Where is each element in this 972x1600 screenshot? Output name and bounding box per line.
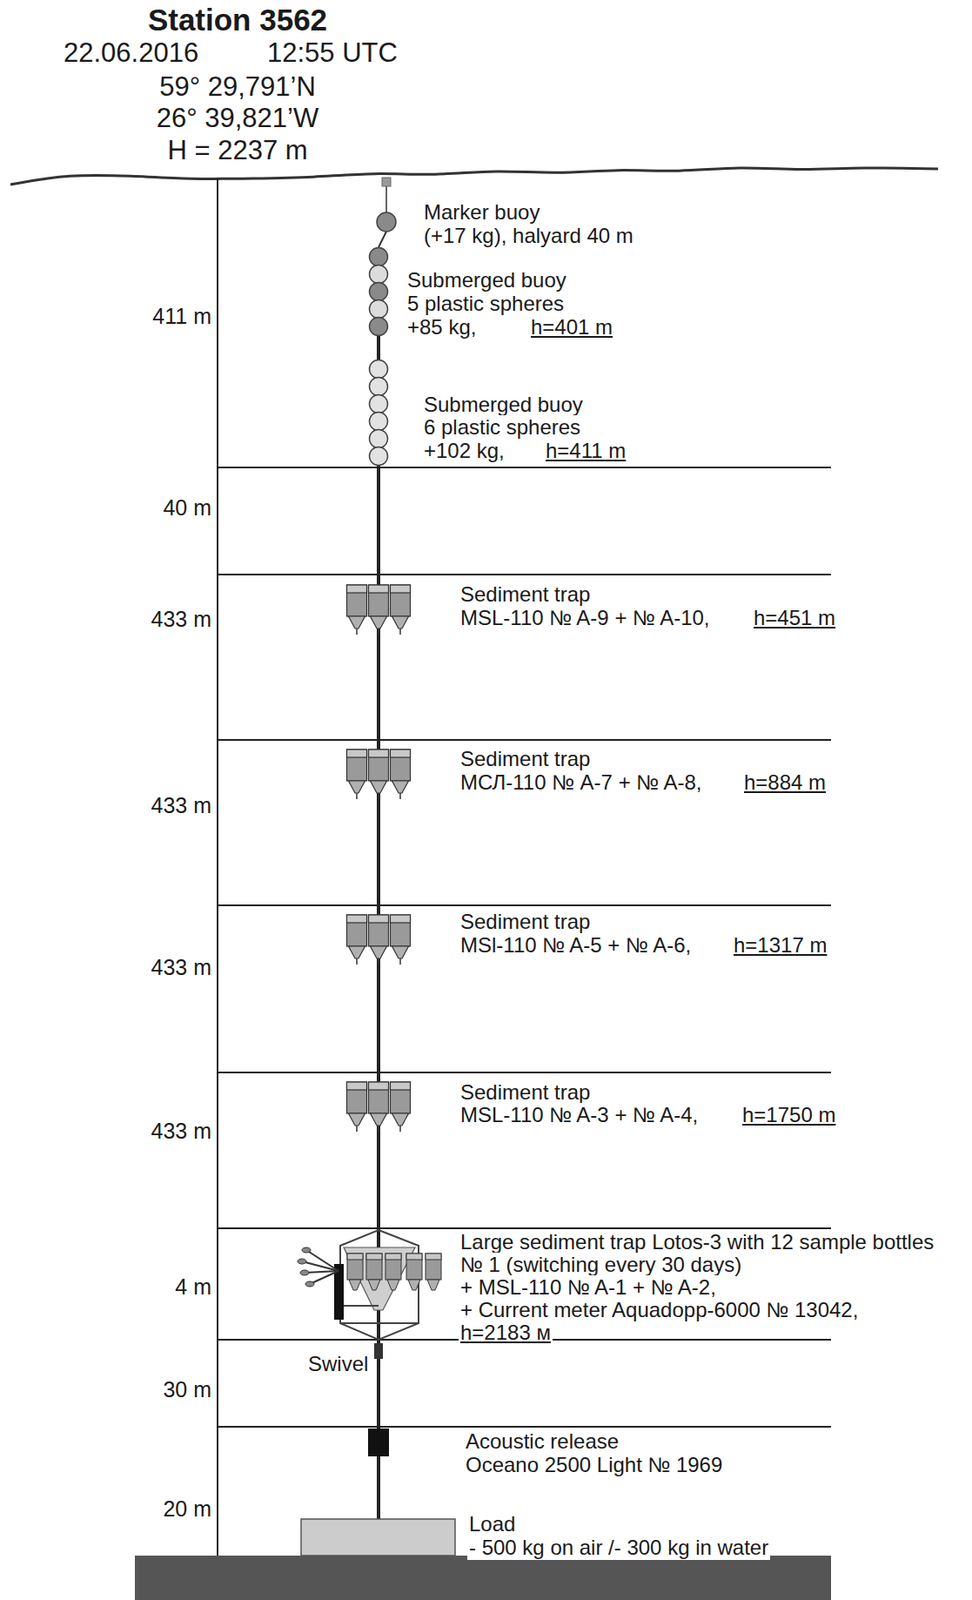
component-label: Load [467,1511,517,1536]
depth-value: h=401 m [529,315,615,340]
component-label: 6 plastic spheres [422,415,583,440]
buoy-sphere [369,377,389,396]
sediment-trap [347,914,411,965]
component-label: Sediment trap [458,746,592,771]
component-label: Sediment trap [458,909,592,934]
buoy-sphere [369,412,389,431]
buoy-sphere [369,429,389,449]
component-label: MSL-110 № A-3 + № A-4, [458,1102,700,1127]
buoy-sphere [369,317,389,336]
marker-buoy [376,212,396,232]
buoy-sphere [369,265,389,284]
buoy-sphere [369,447,389,466]
buoy-sphere [369,282,389,302]
component-label: MSL-110 № A-9 + № A-10, [458,605,712,631]
component-label: - 500 kg on air /- 300 kg in water [467,1535,771,1560]
acoustic-release [368,1427,389,1456]
depth-interval-line [217,1071,832,1073]
sediment-trap [347,584,411,635]
depth-interval-line [217,1425,832,1428]
sea-surface [10,167,939,185]
station-info: H = 2237 m [167,134,308,167]
lotos-trap [340,1229,442,1340]
component-label: 5 plastic spheres [405,291,566,316]
component-label: Swivel [306,1351,370,1376]
depth-interval: 411 m [152,303,212,329]
component-label: Submerged buoy [422,392,585,417]
component-label: Oceano 2500 Light № 1969 [463,1452,724,1477]
depth-value: h=411 m [543,438,628,463]
depth-interval-line [217,573,832,576]
component-label: № 1 (switching every 30 days) [458,1252,744,1277]
component-label: +102 kg, [422,438,507,463]
sediment-trap [347,749,411,799]
component-label: (+17 kg), halyard 40 m [422,223,636,249]
depth-value: h=1317 m [731,932,829,958]
halyard [378,231,387,248]
depth-interval: 4 m [174,1273,212,1300]
component-label: MSl-110 № A-5 + № A-6, [458,932,693,958]
station-info: 26° 39,821’W [156,102,319,135]
swivel [374,1342,383,1359]
depth-interval-line [217,1226,832,1229]
component-label: Submerged buoy [405,268,569,293]
depth-value: h=2183 м [458,1320,553,1345]
component-label: Sediment trap [458,1079,592,1105]
depth-value: h=884 m [742,770,828,795]
component-label: +85 kg, [405,315,478,340]
component-label: Large sediment trap Lotos-3 with 12 samp… [458,1229,936,1254]
depth-interval: 40 m [162,495,212,521]
depth-value: h=451 m [751,605,838,631]
component-label: Sediment trap [458,582,592,607]
depth-interval: 433 m [151,1118,212,1144]
component-label: МСЛ-110 № A-7 + № A-8, [458,770,704,795]
buoy-sphere [369,360,389,379]
component-label: + MSL-110 № A-1 + № A-2, [458,1274,718,1300]
buoy-sphere [369,300,389,319]
depth-axis [216,178,219,1556]
station-info: 59° 29,791’N [159,71,316,103]
marker-flag [382,177,391,187]
depth-interval: 30 m [162,1376,212,1402]
buoy-sphere [369,395,389,414]
depth-value: h=1750 m [740,1102,838,1127]
depth-interval-line [217,466,832,469]
buoy-sphere [369,248,389,267]
component-label: Marker buoy [422,200,542,225]
sea-floor [134,1555,832,1600]
depth-interval-line [217,738,832,741]
sediment-trap [347,1081,411,1132]
station-title: Station 3562 [147,2,328,38]
depth-interval: 433 m [151,954,212,980]
component-label: Acoustic release [463,1428,621,1454]
anchor-load [301,1518,456,1556]
depth-interval-line [217,904,832,906]
depth-interval: 433 m [151,792,212,818]
component-label: + Current meter Aquadopp-6000 № 13042, [458,1297,860,1322]
depth-interval: 20 m [162,1495,212,1522]
station-info: 12:55 UTC [267,37,398,69]
station-info: 22.06.2016 [63,37,199,69]
depth-interval: 433 m [151,606,212,632]
marker-pole [385,186,388,215]
current-meter [297,1246,379,1320]
